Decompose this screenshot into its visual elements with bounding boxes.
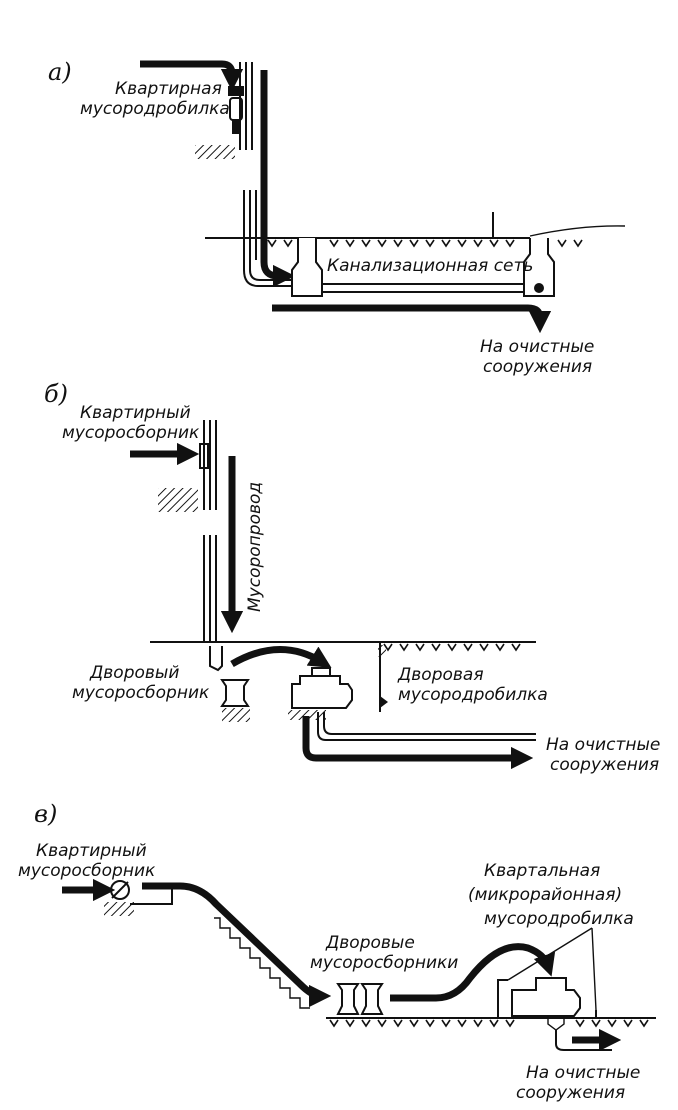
panel-a-inlet-pipe-1 bbox=[243, 269, 292, 287]
panel-c-district-grinder bbox=[497, 977, 597, 1031]
panel-b-wall-marker bbox=[380, 696, 388, 708]
panel-a-inlet-pipe-2 bbox=[249, 269, 292, 281]
panel-a-outlet-dot bbox=[534, 283, 544, 293]
panel-a-floor-hatch bbox=[195, 145, 235, 159]
panel-c-yard-collectors-label-2: мусоросборники bbox=[310, 953, 458, 973]
panel-b-ground-hatch bbox=[383, 643, 521, 652]
panel-b-pipe-2 bbox=[323, 712, 536, 735]
panel-a: а) Квартирная мусородробилка bbox=[48, 58, 626, 377]
panel-b: б) Квартирный мусоросборник Мусоропровод bbox=[44, 380, 660, 775]
panel-c-ground-hatch bbox=[329, 1019, 649, 1028]
panel-b-chute-hatch bbox=[199, 443, 209, 469]
panel-b-yard-collector-label-1: Дворовый bbox=[89, 663, 179, 683]
panel-c-yard-collectors-label-1: Дворовые bbox=[325, 933, 415, 953]
panel-b-yard-collector bbox=[209, 646, 250, 722]
panel-c-label-leader bbox=[507, 927, 597, 1011]
panel-c-stairs bbox=[214, 917, 310, 1009]
panel-c-collector-label-1: Квартирный bbox=[36, 841, 147, 861]
panel-b-pipe-1 bbox=[317, 712, 536, 741]
panel-b-yard-grinder-label-2: мусородробилка bbox=[398, 685, 548, 705]
panel-c-district-label-3: мусородробилка bbox=[484, 909, 634, 929]
panel-b-transfer-arrow bbox=[230, 646, 332, 668]
panel-b-chute-label: Мусоропровод bbox=[245, 482, 265, 612]
panel-c-chute-arrow bbox=[142, 882, 332, 1008]
panel-c-apartment-collector bbox=[104, 880, 173, 916]
panel-a-letter: а) bbox=[48, 58, 72, 86]
panel-b-dest-label-2: сооружения bbox=[550, 755, 659, 775]
panel-b-letter: б) bbox=[44, 380, 68, 408]
panel-c-collector-label-2: мусоросборник bbox=[18, 861, 156, 881]
panel-a-grinder-label-2: мусородробилка bbox=[80, 99, 230, 119]
panel-c-transfer-arrow bbox=[390, 943, 556, 1002]
panel-a-building-wall bbox=[239, 62, 257, 270]
panel-b-collector-label-1: Квартирный bbox=[80, 403, 191, 423]
panel-c-outlet-pipe bbox=[555, 1030, 612, 1051]
panel-a-manhole-2 bbox=[523, 238, 555, 297]
panel-a-input-arrow bbox=[140, 60, 244, 92]
panel-a-drop-arrow bbox=[260, 70, 296, 288]
panel-c: в) Квартирный мусоросборник Дворовые мус… bbox=[18, 800, 656, 1103]
panel-c-letter: в) bbox=[34, 800, 57, 828]
panel-a-dest-label-2: сооружения bbox=[483, 357, 592, 377]
panel-a-grinder-device bbox=[228, 86, 244, 134]
panel-c-district-label-1: Квартальная bbox=[484, 861, 600, 881]
panel-c-yard-collectors bbox=[336, 983, 384, 1015]
panel-b-dest-label-1: На очистные bbox=[546, 735, 660, 755]
panel-a-manhole-1 bbox=[291, 238, 323, 297]
panel-a-sewer-label: Канализационная сеть bbox=[327, 256, 533, 276]
panel-a-ground-slope bbox=[529, 225, 626, 237]
panel-c-dest-label-1: На очистные bbox=[526, 1063, 640, 1083]
panel-a-output-arrow bbox=[272, 304, 552, 334]
panel-b-floor-hatch bbox=[158, 488, 198, 512]
panel-c-dest-label-2: сооружения bbox=[516, 1083, 625, 1103]
panel-b-yard-grinder bbox=[288, 667, 353, 720]
panel-b-yard-grinder-label-1: Дворовая bbox=[397, 665, 484, 685]
panel-b-output-arrow bbox=[302, 716, 534, 770]
panel-a-dest-label-1: На очистные bbox=[480, 337, 594, 357]
panel-b-wall-hatch bbox=[378, 645, 386, 657]
panel-b-building-wall bbox=[203, 420, 217, 642]
panel-a-grinder-label-1: Квартирная bbox=[115, 79, 222, 99]
panel-c-district-label-2: (микрорайонная) bbox=[468, 885, 622, 905]
panel-b-collector-label-2: мусоросборник bbox=[62, 423, 200, 443]
panel-b-yard-collector-label-2: мусоросборник bbox=[72, 683, 210, 703]
panel-a-ground-hatch bbox=[267, 239, 583, 248]
